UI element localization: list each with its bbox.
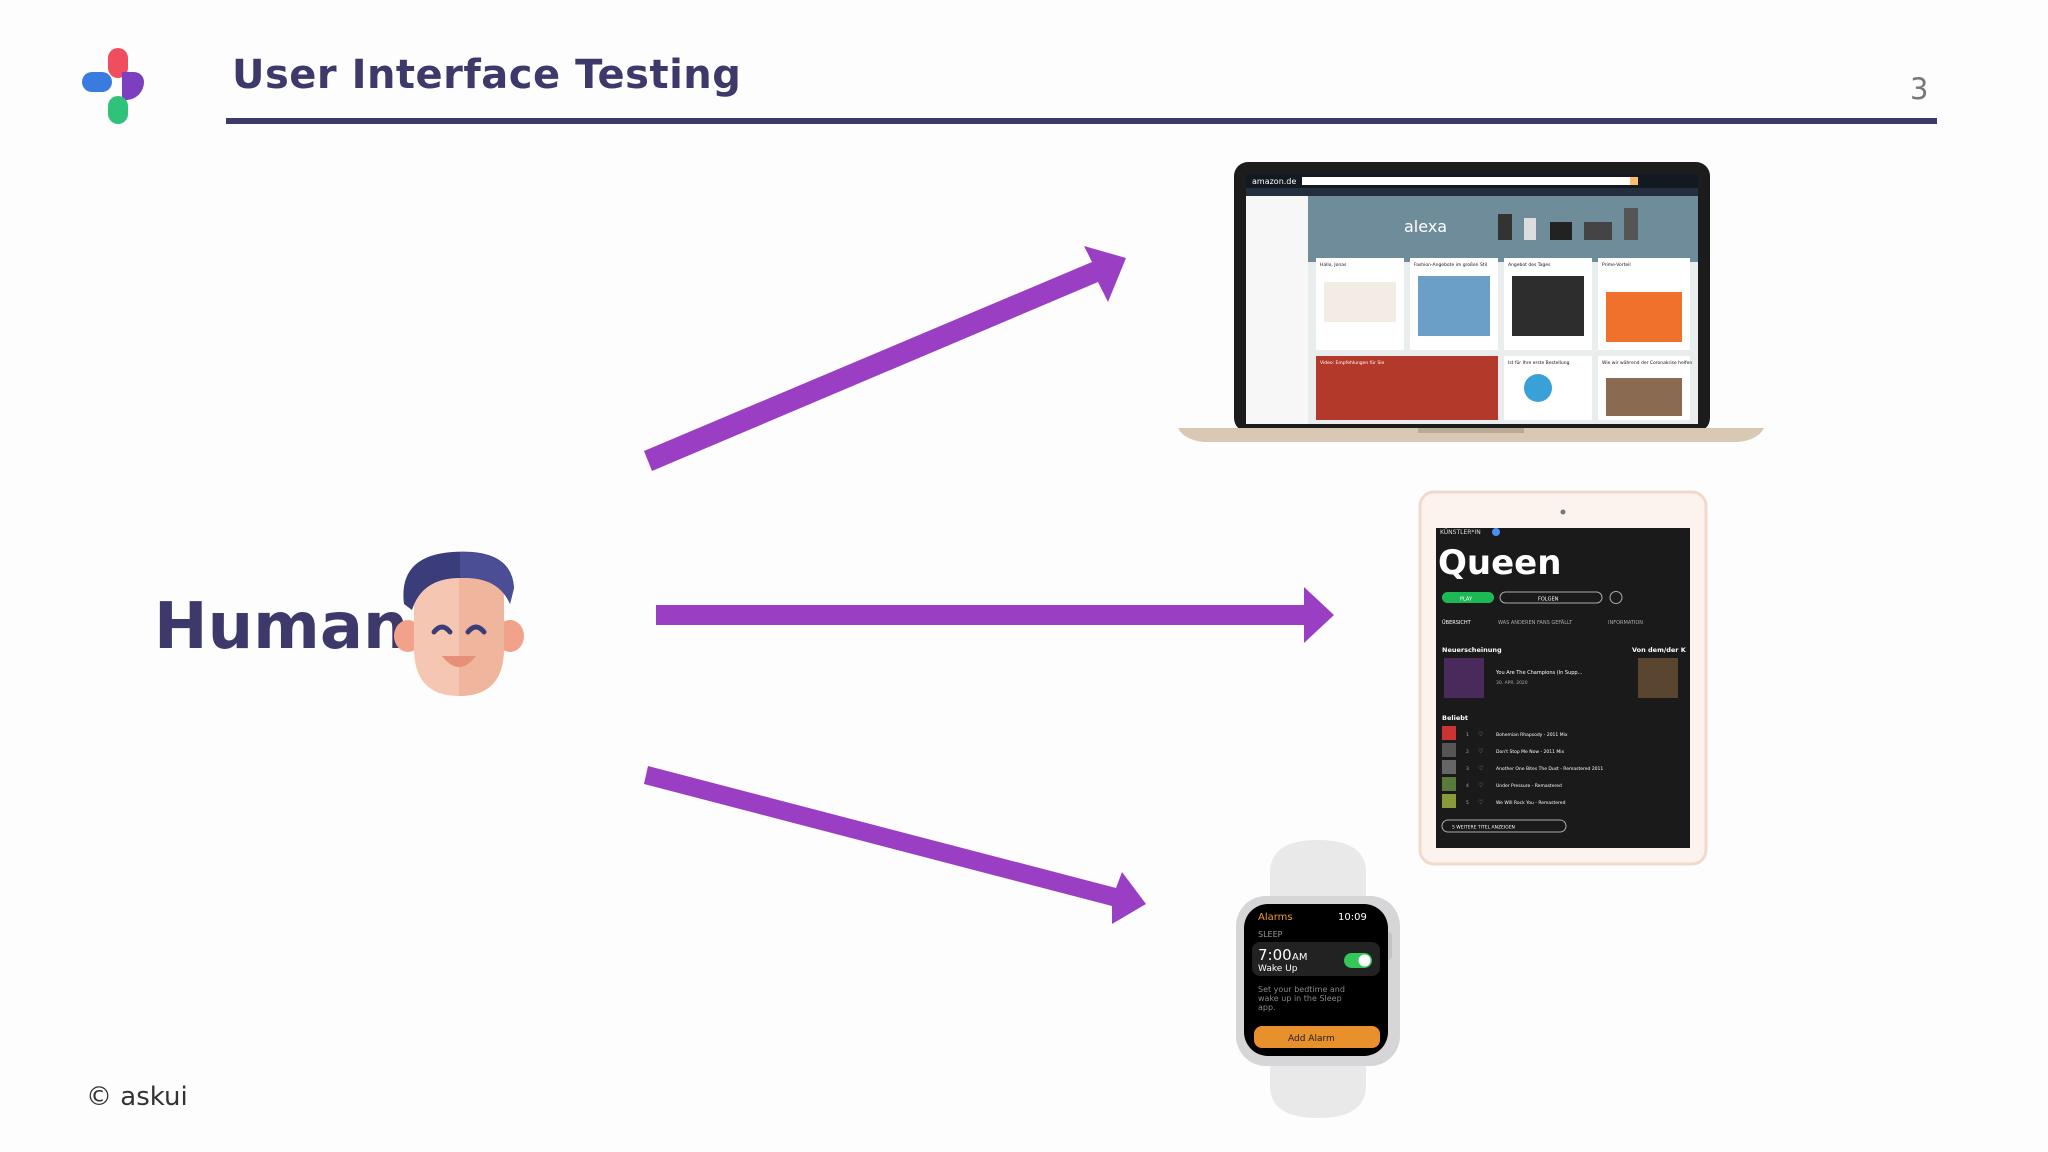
sleep-alarm-card[interactable] — [1252, 942, 1380, 976]
human-label: Human — [154, 590, 409, 664]
page-number: 3 — [1910, 72, 1929, 106]
logo-blue-segment — [82, 72, 112, 92]
track-row[interactable]: 5 ♡ We Will Rock You - Remastered — [1442, 794, 1566, 808]
alarm-toggle-knob — [1358, 954, 1371, 967]
from-artist-heading: Von dem/der K — [1632, 646, 1687, 654]
popular-heading: Beliebt — [1442, 714, 1468, 722]
play-button[interactable] — [1442, 592, 1494, 603]
artist-name: Queen — [1438, 543, 1561, 583]
track-row[interactable]: 4 ♡ Under Pressure - Remastered — [1442, 777, 1562, 791]
track-title: Under Pressure - Remastered — [1496, 783, 1562, 789]
artist-tag: KÜNSTLER*IN — [1440, 529, 1481, 536]
track-number: 5 — [1466, 800, 1469, 806]
heart-icon[interactable]: ♡ — [1478, 748, 1483, 755]
follow-button-label: FOLGEN — [1538, 597, 1559, 603]
logo-green-segment — [108, 96, 128, 124]
track-title: We Will Rock You - Remastered — [1496, 800, 1566, 806]
amazon-brand: amazon.de — [1252, 177, 1296, 186]
heart-icon[interactable]: ♡ — [1478, 731, 1483, 738]
copyright-notice: © askui — [86, 1082, 188, 1112]
more-options-icon[interactable] — [1609, 591, 1623, 604]
amazon-card-title: Prime-Vorteil — [1602, 262, 1631, 268]
tab-fans-like[interactable]: WAS ANDEREN FANS GEFÄLLT — [1498, 619, 1573, 626]
amazon-card-title: Video: Empfehlungen für Sie — [1320, 360, 1385, 366]
heart-icon[interactable]: ♡ — [1478, 799, 1483, 806]
play-button-label: PLAY — [1460, 597, 1473, 603]
release-cover[interactable] — [1444, 658, 1484, 698]
release-title[interactable]: You Are The Champions (In Supp... — [1495, 670, 1583, 676]
new-release-heading: Neuerscheinung — [1442, 646, 1502, 654]
from-artist-cover[interactable] — [1638, 658, 1678, 698]
track-row[interactable]: 3 ♡ Another One Bites The Dust - Remaste… — [1442, 760, 1603, 774]
heart-icon[interactable]: ♡ — [1478, 782, 1483, 789]
tab-overview[interactable]: ÜBERSICHT — [1442, 619, 1472, 626]
amazon-card-title: Hallo, Jonas — [1320, 262, 1347, 268]
title-underline — [226, 118, 1937, 124]
arrow-to-tablet — [656, 587, 1334, 643]
logo-purple-segment — [122, 72, 144, 100]
amazon-card-title: Ist für Ihre erste Bestellung — [1508, 360, 1570, 366]
tablet-device: KÜNSTLER*IN Queen PLAY FOLGEN ÜBERSICHT … — [1418, 490, 1708, 866]
follow-button[interactable] — [1499, 591, 1603, 604]
track-title: Another One Bites The Dust - Remastered … — [1496, 766, 1603, 772]
alarm-time: 7:00 — [1258, 946, 1292, 964]
sleep-note-line: Set your bedtime and — [1258, 985, 1345, 994]
amazon-card-title: Wie wir während der Coronakrise helfen — [1602, 360, 1692, 366]
askui-logo — [82, 48, 144, 124]
watch-app-name: Alarms — [1258, 912, 1293, 923]
watch-clock: 10:09 — [1338, 912, 1367, 923]
add-alarm-label: Add Alarm — [1288, 1034, 1335, 1044]
arrow-to-laptop — [644, 246, 1126, 471]
tab-information[interactable]: INFORMATION — [1608, 620, 1643, 626]
show-more-tracks-button[interactable] — [1441, 819, 1567, 833]
track-title: Bohemian Rhapsody - 2011 Mix — [1496, 732, 1568, 738]
arrow-to-watch — [644, 766, 1146, 924]
track-row[interactable]: 1 ♡ Bohemian Rhapsody - 2011 Mix — [1442, 726, 1568, 740]
alarm-label: Wake Up — [1258, 964, 1298, 974]
track-list: 1 ♡ Bohemian Rhapsody - 2011 Mix 2 ♡ Don… — [1442, 726, 1603, 808]
slide-title: User Interface Testing — [232, 52, 742, 98]
track-number: 3 — [1466, 766, 1469, 772]
sleep-note-line: app. — [1258, 1003, 1276, 1012]
alarm-ampm: AM — [1292, 952, 1307, 963]
track-row[interactable]: 2 ♡ Don't Stop Me Now - 2011 Mix — [1442, 743, 1565, 757]
add-alarm-button[interactable] — [1254, 1026, 1380, 1048]
laptop-device: amazon.de alexa Hallo, Jonas Fashion-Ang… — [1178, 162, 1764, 442]
sleep-note-line: wake up in the Sleep — [1258, 994, 1342, 1003]
track-number: 4 — [1466, 783, 1469, 789]
track-number: 1 — [1466, 732, 1469, 738]
watch-section-label: SLEEP — [1258, 930, 1283, 939]
smartwatch-device: Alarms 10:09 SLEEP 7:00 AM Wake Up Set y… — [1236, 840, 1400, 1118]
human-face-icon — [394, 551, 524, 696]
heart-icon[interactable]: ♡ — [1478, 765, 1483, 772]
amazon-card-title: Angebot des Tages — [1508, 262, 1551, 268]
amazon-card-grid: Hallo, Jonas Fashion-Angebote im großen … — [1316, 258, 1692, 420]
alexa-hero: alexa — [1404, 217, 1447, 236]
amazon-card-title: Fashion-Angebote im großen Stil — [1414, 262, 1487, 268]
release-date: 30. APR. 2020 — [1496, 680, 1528, 686]
show-more-tracks-label: 5 WEITERE TITEL ANZEIGEN — [1452, 825, 1515, 831]
track-number: 2 — [1466, 749, 1469, 755]
logo-red-segment — [108, 48, 128, 78]
track-title: Don't Stop Me Now - 2011 Mix — [1496, 749, 1565, 755]
